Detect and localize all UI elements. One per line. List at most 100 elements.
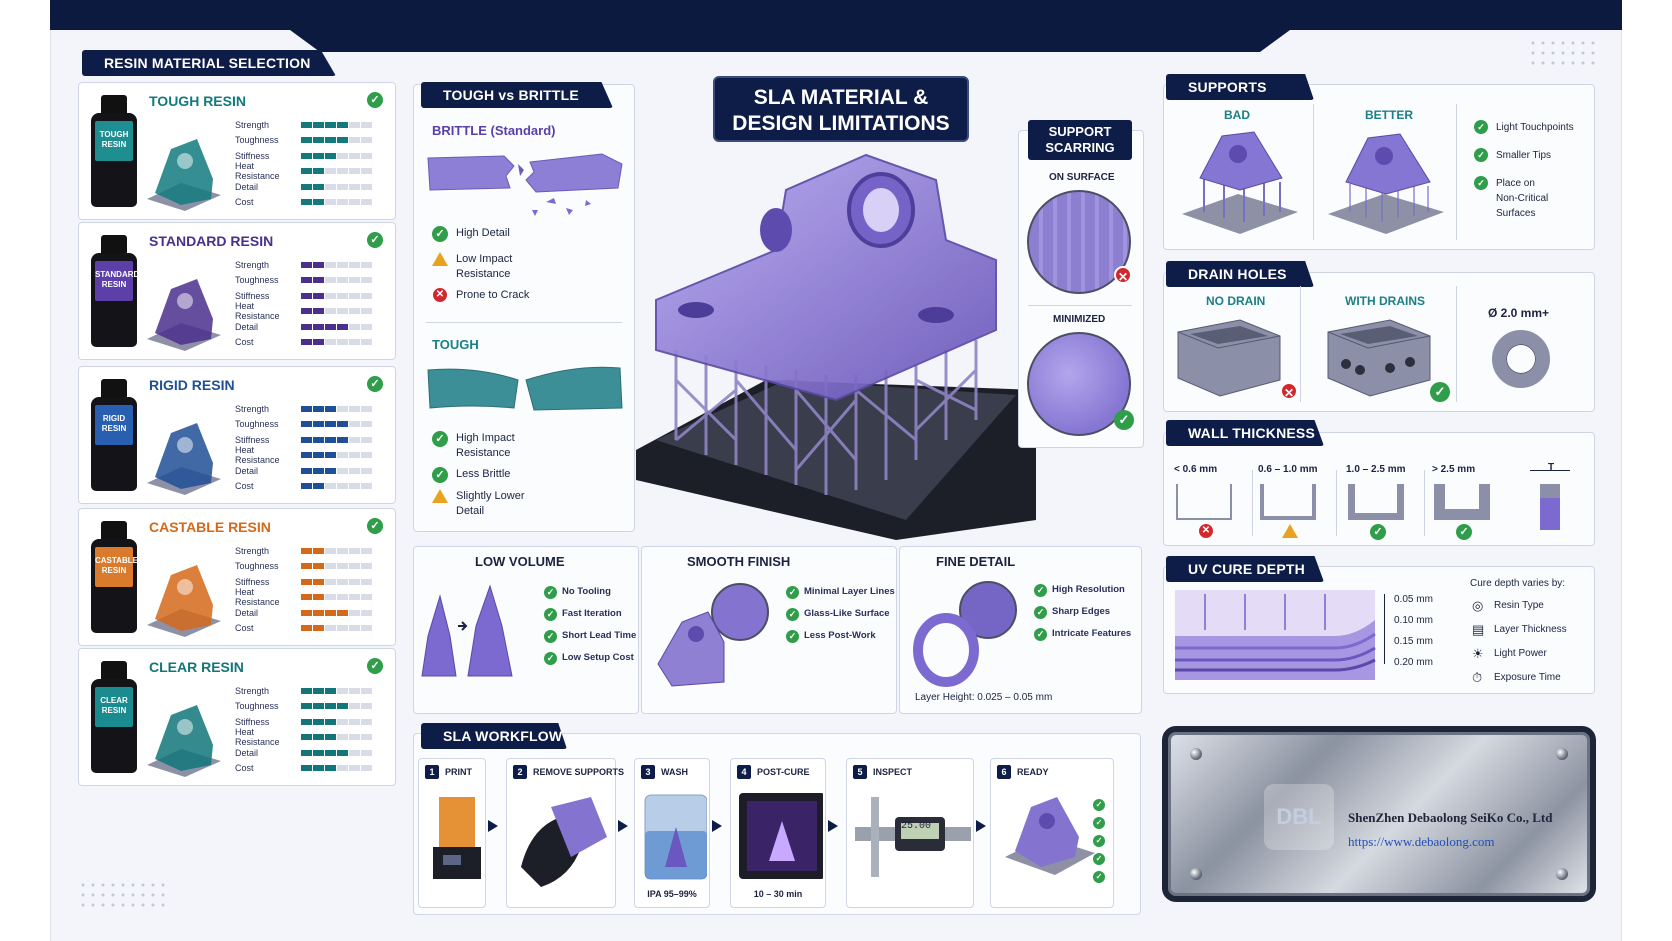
stat-seg — [361, 183, 372, 190]
wall-divider-1 — [1336, 470, 1337, 536]
stat-seg — [361, 578, 372, 585]
with-drains-ok-icon: ✓ — [1430, 382, 1450, 402]
stat-bar — [301, 308, 372, 315]
ready-check-icon-1: ✓ — [1093, 817, 1105, 829]
stat-bar — [301, 339, 372, 346]
wall-thickness-title: WALL THICKNESS — [1166, 420, 1324, 446]
stat-seg — [301, 183, 312, 190]
stat-label: Detail — [235, 465, 259, 476]
benefit-0-check-icon-0: ✓ — [544, 586, 557, 599]
resin-type-icon: ◎ — [1472, 598, 1484, 613]
stat-row: Stiffness — [235, 714, 385, 730]
tough-sample-image — [427, 366, 623, 411]
stat-seg — [325, 183, 336, 190]
stat-seg — [361, 563, 372, 570]
resin-sample-image — [141, 555, 225, 639]
workflow-step-note: 10 – 30 min — [753, 889, 803, 899]
no-drain-bad-icon: ✕ — [1280, 382, 1298, 400]
stat-row: Toughness — [235, 699, 385, 715]
stat-seg — [325, 405, 336, 412]
supports-better-image — [1328, 133, 1444, 234]
plate-screw-tr — [1556, 748, 1568, 760]
stat-seg — [337, 292, 348, 299]
bottle-cap — [101, 95, 127, 115]
support-tip-check-icon-0: ✓ — [1474, 120, 1488, 134]
stat-label: Strength — [235, 403, 270, 414]
sla-part-hero-image — [636, 153, 1036, 540]
main-title-line-1: SLA MATERIAL & — [753, 86, 929, 109]
stat-row: Stiffness — [235, 432, 385, 448]
stat-seg — [337, 734, 348, 741]
tb-divider — [426, 322, 622, 323]
stat-row: Heat Resistance — [235, 727, 385, 747]
workflow-step-number: 3 — [641, 765, 655, 779]
stat-seg — [349, 308, 360, 315]
resin-sample-image — [141, 413, 225, 497]
resin-sample-image — [141, 129, 225, 213]
stat-seg — [337, 718, 348, 725]
benefit-1-check-icon-2: ✓ — [786, 630, 799, 643]
support-tip-2: Place on Non-Critical Surfaces — [1496, 178, 1549, 219]
stat-seg — [349, 547, 360, 554]
stat-seg — [325, 749, 336, 756]
wall-profile-3 — [1434, 484, 1490, 520]
stat-seg — [349, 168, 360, 175]
stat-seg — [325, 718, 336, 725]
stat-label: Strength — [235, 259, 270, 270]
stat-label: Toughness — [235, 419, 279, 430]
workflow-arrow-icon-3 — [828, 820, 838, 832]
wall-t-section — [1540, 484, 1560, 530]
stat-seg — [301, 625, 312, 632]
stat-bar — [301, 718, 372, 725]
stat-row: Detail — [235, 745, 385, 761]
workflow-step-note: IPA 95–99% — [647, 889, 697, 899]
stat-label: Stiffness — [235, 716, 270, 727]
company-name: ShenZhen Debaolong SeiKo Co., Ltd — [1348, 810, 1553, 825]
workflow-arrow-icon-0 — [488, 820, 498, 832]
tough-point-text-0: High Impact Resistance — [456, 432, 515, 459]
ready-check-icon-2: ✓ — [1093, 835, 1105, 847]
stat-seg — [361, 137, 372, 144]
stat-bar — [301, 467, 372, 474]
stat-seg — [313, 625, 324, 632]
stat-seg — [361, 323, 372, 330]
stat-bar — [301, 547, 372, 554]
workflow-step-image — [639, 787, 708, 892]
stat-seg — [313, 594, 324, 601]
resin-selected-check-icon: ✓ — [367, 518, 383, 534]
company-url[interactable]: https://www.debaolong.com — [1348, 834, 1495, 849]
stat-seg — [361, 308, 372, 315]
stat-seg — [313, 749, 324, 756]
workflow-step-name: READY — [1017, 767, 1049, 777]
stat-seg — [325, 152, 336, 159]
wall-divider-0 — [1252, 470, 1253, 536]
exposure-time-icon: ⏱ — [1472, 670, 1483, 685]
stat-seg — [349, 625, 360, 632]
stat-row: Strength — [235, 257, 385, 273]
stat-seg — [301, 703, 312, 710]
stat-seg — [313, 421, 324, 428]
uv-factor-1: Layer Thickness — [1494, 624, 1567, 635]
stat-seg — [337, 483, 348, 490]
stat-seg — [349, 718, 360, 725]
stat-seg — [313, 308, 324, 315]
stat-seg — [301, 578, 312, 585]
resin-bottle-icon: CLEAR RESIN — [91, 661, 137, 773]
stat-seg — [325, 594, 336, 601]
stat-seg — [361, 199, 372, 206]
tough-point-text-2: Slightly Lower Detail — [456, 490, 525, 517]
stat-seg — [361, 609, 372, 616]
